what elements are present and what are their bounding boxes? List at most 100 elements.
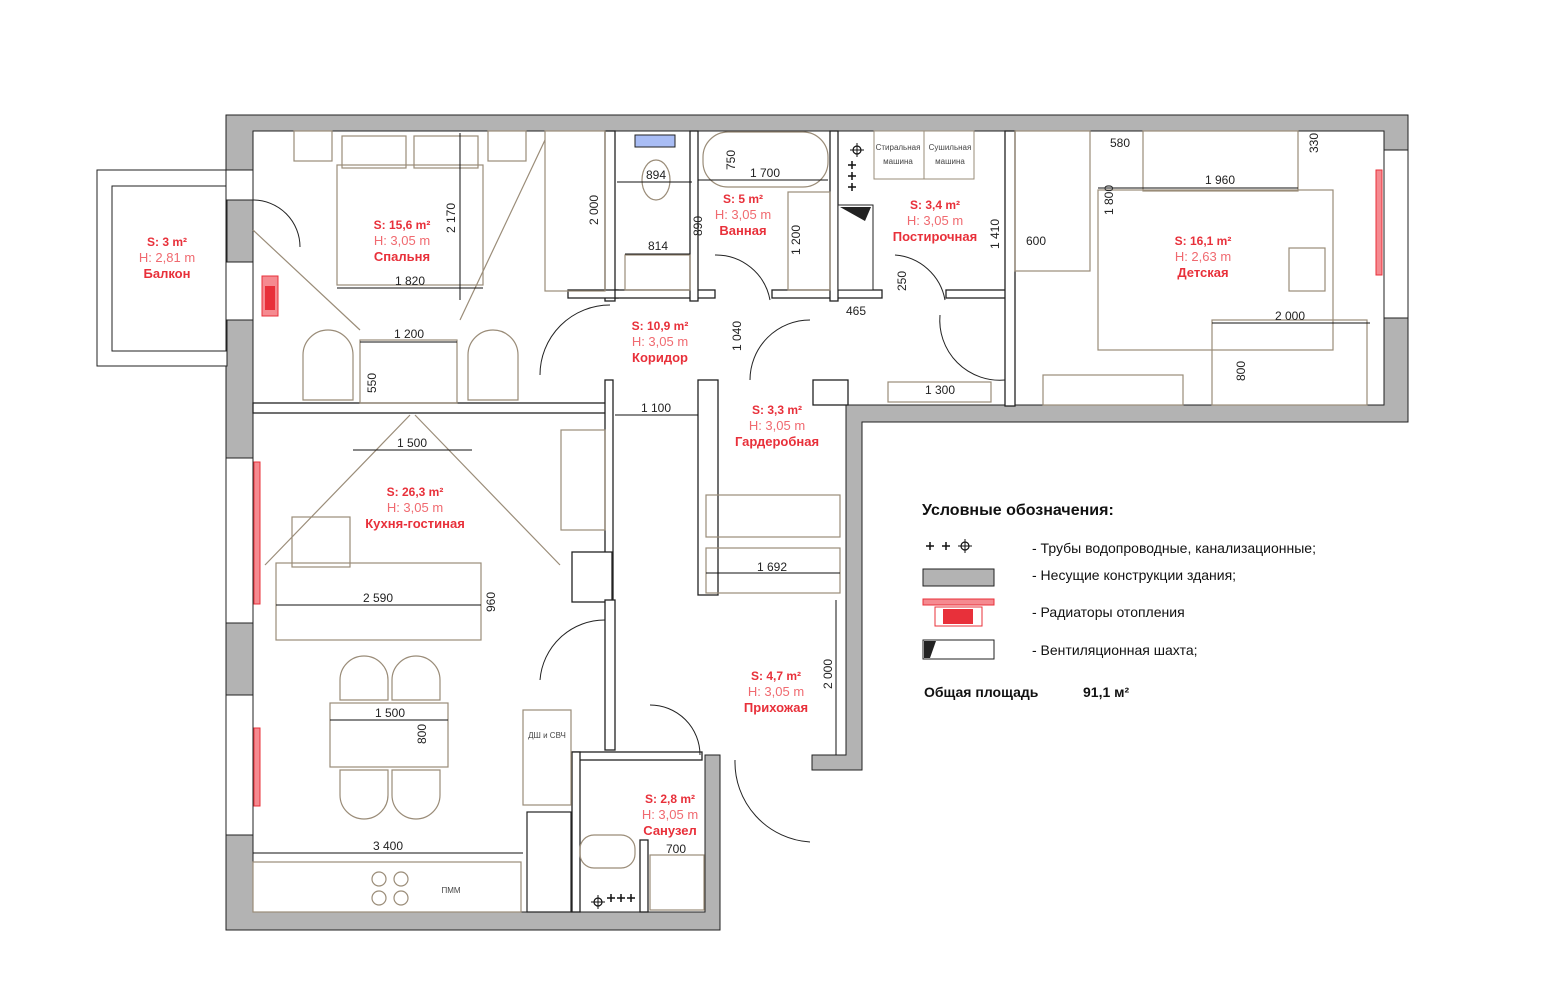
rooms-2-name: Ванная (719, 223, 766, 238)
rooms-3-name: Постирочная (893, 229, 977, 244)
dimensions-3: 1 200 (394, 327, 424, 341)
vent-shaft-legend-icon (922, 639, 995, 660)
appliances-pmm: ПММ (441, 886, 460, 895)
legend-items-3: - Вентиляционная шахта; (1032, 642, 1198, 658)
legend-items-2: - Радиаторы отопления (1032, 604, 1185, 620)
dimensions-25: 1 692 (757, 560, 787, 574)
furniture (252, 130, 1368, 913)
appliances-dw: ДШ и СВЧ (528, 731, 566, 740)
rooms-7-name: Кухня-гостиная (365, 516, 465, 531)
wall-legend-icon (922, 568, 995, 587)
rooms-2-area: S: 5 m² (723, 192, 763, 206)
dimensions-13: 465 (846, 304, 866, 318)
dimensions-1: 1 820 (395, 274, 425, 288)
load-bearing-walls (225, 114, 1409, 931)
appliances-washer_1: Стиральная (876, 143, 921, 152)
dimensions-17: 1 800 (1102, 185, 1116, 215)
rooms-8-name: Прихожая (744, 700, 808, 715)
rooms-2-height: H: 3,05 m (715, 207, 771, 222)
dimensions-11: 1 410 (988, 219, 1002, 249)
pipes-icon (590, 142, 865, 910)
dimensions-2: 2 000 (587, 195, 601, 225)
dimensions-30: 2 000 (821, 659, 835, 689)
dimensions-7: 890 (691, 216, 705, 236)
rooms-7-area: S: 26,3 m² (387, 485, 444, 499)
windows (225, 149, 1409, 836)
appliance-labels: Стиральная машина Сушильная машина ДШ и СВ… (441, 130, 975, 895)
rooms-0-height: H: 2,81 m (139, 250, 195, 265)
dimensions-14: 580 (1110, 136, 1130, 150)
rooms-3-height: H: 3,05 m (907, 213, 963, 228)
rooms-8-height: H: 3,05 m (748, 684, 804, 699)
legend-items-0: - Трубы водопроводные, канализационные; (1032, 540, 1316, 556)
dimensions-18: 600 (1026, 234, 1046, 248)
dimensions-28: 1 500 (375, 706, 405, 720)
rooms-1-height: H: 3,05 m (374, 233, 430, 248)
total-area-value: 91,1 м² (1083, 684, 1129, 700)
dimensions-23: 1 100 (641, 401, 671, 415)
dimensions-0: 2 170 (444, 203, 458, 233)
dimensions-6: 814 (648, 239, 668, 253)
dimensions-9: 1 700 (750, 166, 780, 180)
rooms-9-area: S: 2,8 m² (645, 792, 695, 806)
dimensions-15: 330 (1307, 133, 1321, 153)
appliances-washer_2: машина (883, 157, 913, 166)
interior-walls (252, 130, 1016, 913)
appliances-dryer_2: машина (935, 157, 965, 166)
radiator-legend-icon (922, 598, 995, 627)
rooms-0-area: S: 3 m² (147, 235, 187, 249)
rooms-4-height: H: 2,63 m (1175, 249, 1231, 264)
rooms-6-height: H: 3,05 m (749, 418, 805, 433)
dimensions-12: 250 (895, 271, 909, 291)
dimensions-10: 1 200 (789, 225, 803, 255)
dimensions-19: 2 000 (1275, 309, 1305, 323)
rooms-4-name: Детская (1177, 265, 1228, 280)
dimensions-29: 800 (415, 724, 429, 744)
rooms-6-area: S: 3,3 m² (752, 403, 802, 417)
rooms-5-name: Коридор (632, 350, 688, 365)
legend: Условные обозначения: - Трубы водопровод… (922, 502, 1316, 700)
rooms-1-area: S: 15,6 m² (374, 218, 431, 232)
dimensions-31: 3 400 (373, 839, 403, 853)
legend-title: Условные обозначения: (922, 502, 1114, 519)
rooms-6-name: Гардеробная (735, 434, 819, 449)
appliances-dryer_1: Сушильная (929, 143, 972, 152)
rooms-9-name: Санузел (643, 823, 696, 838)
pipes-legend-icon (925, 538, 973, 554)
dimensions-4: 550 (365, 373, 379, 393)
dimensions-20: 800 (1234, 361, 1248, 381)
rooms-4-area: S: 16,1 m² (1175, 234, 1232, 248)
dimensions-8: 750 (724, 150, 738, 170)
dimensions-22: 1 300 (925, 383, 955, 397)
rooms-9-height: H: 3,05 m (642, 807, 698, 822)
radiator-core (265, 286, 275, 310)
dimension-labels: 2 170 1 820 2 000 1 200 550 894 814 890 … (363, 133, 1321, 856)
dimensions-24: 1 500 (397, 436, 427, 450)
balcony (96, 169, 228, 367)
rooms-5-area: S: 10,9 m² (632, 319, 689, 333)
rooms-7-height: H: 3,05 m (387, 500, 443, 515)
dimensions-26: 2 590 (363, 591, 393, 605)
doors (252, 199, 1006, 843)
dimension-lines (253, 133, 1370, 854)
dimensions-21: 1 040 (730, 321, 744, 351)
legend-items-1: - Несущие конструкции здания; (1032, 567, 1236, 583)
sink-icon (634, 134, 676, 148)
dimensions-5: 894 (646, 168, 666, 182)
rooms-8-area: S: 4,7 m² (751, 669, 801, 683)
total-area-label: Общая площадь (924, 684, 1039, 700)
rooms-5-height: H: 3,05 m (632, 334, 688, 349)
dimensions-27: 960 (484, 592, 498, 612)
dimensions-16: 1 960 (1205, 173, 1235, 187)
